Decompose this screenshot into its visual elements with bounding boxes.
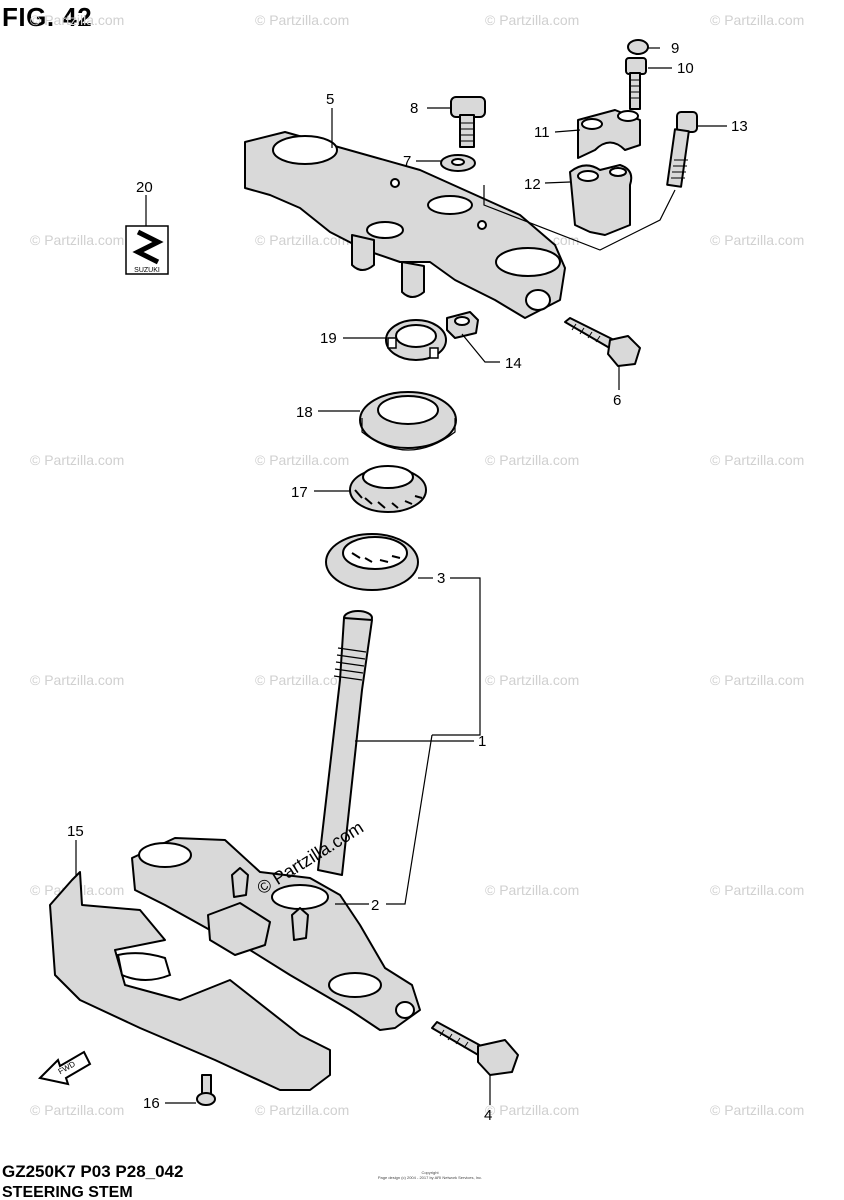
watermark: © Partzilla.com bbox=[255, 1102, 349, 1118]
watermark: © Partzilla.com bbox=[710, 1102, 804, 1118]
callout-8[interactable]: 8 bbox=[410, 100, 418, 117]
callout-9[interactable]: 9 bbox=[671, 40, 679, 57]
callout-15[interactable]: 15 bbox=[67, 823, 84, 840]
callout-18[interactable]: 18 bbox=[296, 404, 313, 421]
watermark: © Partzilla.com bbox=[710, 12, 804, 28]
watermark: © Partzilla.com bbox=[485, 1102, 579, 1118]
watermark: © Partzilla.com bbox=[710, 232, 804, 248]
watermark: © Partzilla.com bbox=[485, 672, 579, 688]
watermark: © Partzilla.com bbox=[485, 452, 579, 468]
screw-16-part[interactable] bbox=[196, 1074, 216, 1106]
bolt-13-part[interactable] bbox=[666, 111, 698, 188]
callout-6[interactable]: 6 bbox=[613, 392, 621, 409]
watermark: © Partzilla.com bbox=[485, 882, 579, 898]
callout-1[interactable]: 1 bbox=[478, 733, 486, 750]
lower-holder-12-part[interactable] bbox=[569, 164, 633, 236]
washer-7-part[interactable] bbox=[440, 154, 476, 172]
forward-arrow-icon: FWD bbox=[37, 1050, 92, 1086]
bearing-17-part[interactable] bbox=[349, 465, 427, 513]
section-name: STEERING STEM bbox=[2, 1184, 133, 1200]
lower-cover-15-part[interactable] bbox=[49, 871, 331, 1091]
callout-4[interactable]: 4 bbox=[484, 1107, 492, 1124]
callout-5[interactable]: 5 bbox=[326, 91, 334, 108]
bolt-10-part[interactable] bbox=[625, 57, 647, 110]
dust-seal-18-part[interactable] bbox=[359, 391, 457, 451]
callout-19[interactable]: 19 bbox=[320, 330, 337, 347]
stem-nut-19-part[interactable] bbox=[385, 319, 447, 361]
callout-2[interactable]: 2 bbox=[371, 897, 379, 914]
callout-20[interactable]: 20 bbox=[136, 179, 153, 196]
steering-stem-1-part[interactable] bbox=[317, 610, 373, 876]
callout-13[interactable]: 13 bbox=[731, 118, 748, 135]
cap-9-part[interactable] bbox=[627, 39, 649, 55]
upper-bracket-part[interactable] bbox=[244, 131, 566, 319]
callout-10[interactable]: 10 bbox=[677, 60, 694, 77]
copyright-line-1: Copyright bbox=[421, 1170, 439, 1175]
bearing-3-part[interactable] bbox=[325, 533, 419, 591]
watermark: © Partzilla.com bbox=[30, 452, 124, 468]
lower-bracket-2-part[interactable] bbox=[131, 837, 421, 1031]
model-code: GZ250K7 P03 P28_042 bbox=[2, 1162, 184, 1181]
bolt-6-part[interactable] bbox=[564, 317, 641, 367]
callout-3[interactable]: 3 bbox=[437, 570, 445, 587]
watermark: © Partzilla.com bbox=[255, 672, 349, 688]
watermark: © Partzilla.com bbox=[485, 12, 579, 28]
callout-16[interactable]: 16 bbox=[143, 1095, 160, 1112]
suzuki-emblem-part[interactable]: SUZUKI bbox=[125, 225, 169, 275]
watermark: © Partzilla.com bbox=[710, 452, 804, 468]
bolt-4-part[interactable] bbox=[431, 1021, 519, 1076]
figure-title: FIG. 42 bbox=[2, 2, 93, 32]
bolt-8-part[interactable] bbox=[450, 96, 486, 148]
watermark: © Partzilla.com bbox=[255, 232, 349, 248]
leader-lines bbox=[75, 47, 727, 1105]
watermark: © Partzilla.com bbox=[710, 672, 804, 688]
nut-14-part[interactable] bbox=[446, 311, 479, 339]
callout-11[interactable]: 11 bbox=[534, 124, 550, 141]
emblem-text: SUZUKI bbox=[134, 267, 160, 274]
watermark: © Partzilla.com bbox=[255, 452, 349, 468]
callout-labels: 1 2 3 4 5 6 7 8 9 10 11 12 13 14 15 16 1… bbox=[67, 40, 748, 1124]
copyright-line-2: Page design (c) 2004 - 2017 by ARI Netwo… bbox=[377, 1175, 483, 1180]
copyright-notice: Copyright Page design (c) 2004 - 2017 by… bbox=[340, 1170, 520, 1180]
upper-holder-11-part[interactable] bbox=[577, 109, 641, 159]
watermark: © Partzilla.com bbox=[30, 1102, 124, 1118]
callout-17[interactable]: 17 bbox=[291, 484, 308, 501]
watermark: © Partzilla.com bbox=[30, 672, 124, 688]
watermark: © Partzilla.com bbox=[255, 12, 349, 28]
watermark: © Partzilla.com bbox=[710, 882, 804, 898]
callout-14[interactable]: 14 bbox=[505, 355, 522, 372]
watermark: © Partzilla.com bbox=[30, 232, 124, 248]
watermark: © Partzilla.com bbox=[30, 12, 124, 28]
callout-7[interactable]: 7 bbox=[403, 153, 411, 170]
callout-12[interactable]: 12 bbox=[524, 176, 541, 193]
